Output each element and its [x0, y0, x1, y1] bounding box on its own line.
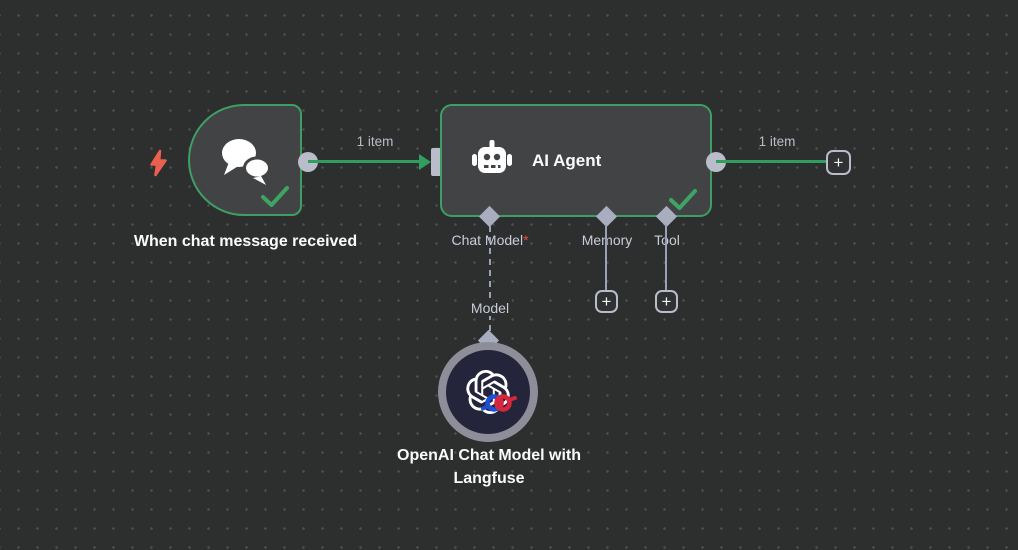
add-tool-button[interactable]: + [655, 290, 678, 313]
add-node-button[interactable]: + [826, 150, 851, 175]
chat-bubbles-icon [222, 139, 271, 185]
tool-port-label: Tool [654, 232, 680, 248]
plus-icon: + [833, 153, 844, 172]
chat-model-connection-line [489, 226, 491, 336]
agent-node-title: AI Agent [532, 150, 602, 170]
success-check-icon [261, 186, 289, 207]
connection-arrow-icon [419, 154, 431, 170]
chat-model-port-label: Chat Model* [451, 232, 529, 248]
tool-connection-stub [665, 225, 667, 291]
success-check-icon [669, 189, 697, 210]
node-openai-chat-model[interactable] [438, 342, 538, 442]
memory-port-label: Memory [581, 232, 633, 248]
connection-items-label: 1 item [758, 134, 796, 149]
plus-icon: + [601, 292, 612, 311]
add-memory-button[interactable]: + [595, 290, 618, 313]
model-node-title: OpenAI Chat Model with Langfuse [397, 447, 581, 488]
connection-line[interactable] [308, 160, 422, 163]
langfuse-knot-icon [481, 394, 517, 412]
node-ai-agent[interactable]: AI Agent [440, 104, 712, 217]
trigger-bolt-icon [150, 149, 167, 177]
connection-line[interactable] [716, 160, 828, 163]
connection-items-label: 1 item [356, 134, 394, 149]
robot-icon [472, 139, 512, 173]
memory-connection-stub [605, 225, 607, 291]
node-when-chat-message-received[interactable] [188, 104, 302, 216]
trigger-node-title: When chat message received [133, 233, 358, 250]
plus-icon: + [661, 292, 672, 311]
required-asterisk: * [523, 232, 529, 248]
model-port-label: Model [440, 300, 540, 316]
